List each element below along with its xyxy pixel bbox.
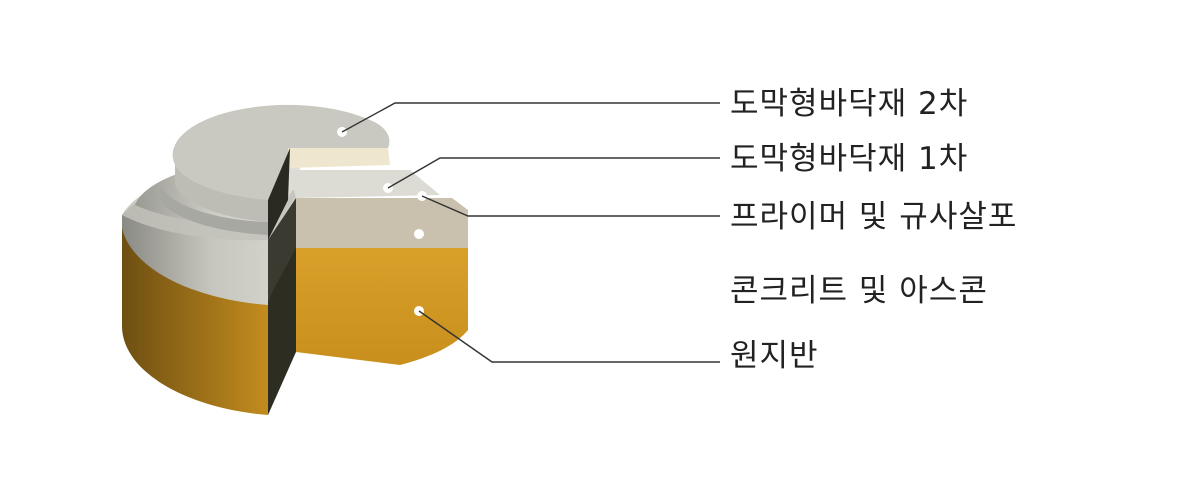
label-top-coat-2: 도막형바닥재 2차	[730, 86, 969, 122]
concrete-cut-face-left	[268, 198, 296, 300]
label-primer-silica: 프라이머 및 규사살포	[730, 199, 1018, 235]
leader-line-primer	[421, 195, 720, 217]
leader-line-subgrade	[418, 310, 720, 363]
top-coat-top	[172, 104, 390, 200]
subgrade-cut-face-left	[268, 245, 296, 415]
leader-line-top-coat	[341, 102, 720, 133]
marker-dot-concrete	[414, 229, 424, 239]
top-coat-layer	[160, 104, 390, 240]
subgrade-cut-face	[296, 245, 468, 365]
top-coat-side-2	[160, 185, 268, 235]
leader-lines	[341, 102, 720, 363]
cut-face-light	[288, 148, 390, 168]
concrete-cut-face	[296, 198, 468, 248]
label-coat-1: 도막형바닥재 1차	[730, 141, 969, 177]
label-subgrade: 원지반	[730, 338, 819, 374]
primer-cut-face	[288, 170, 440, 198]
top-coat-cut-left	[268, 148, 290, 240]
label-concrete-asphalt: 콘크리트 및 아스콘	[730, 273, 988, 309]
leader-line-first-coat	[387, 157, 720, 189]
